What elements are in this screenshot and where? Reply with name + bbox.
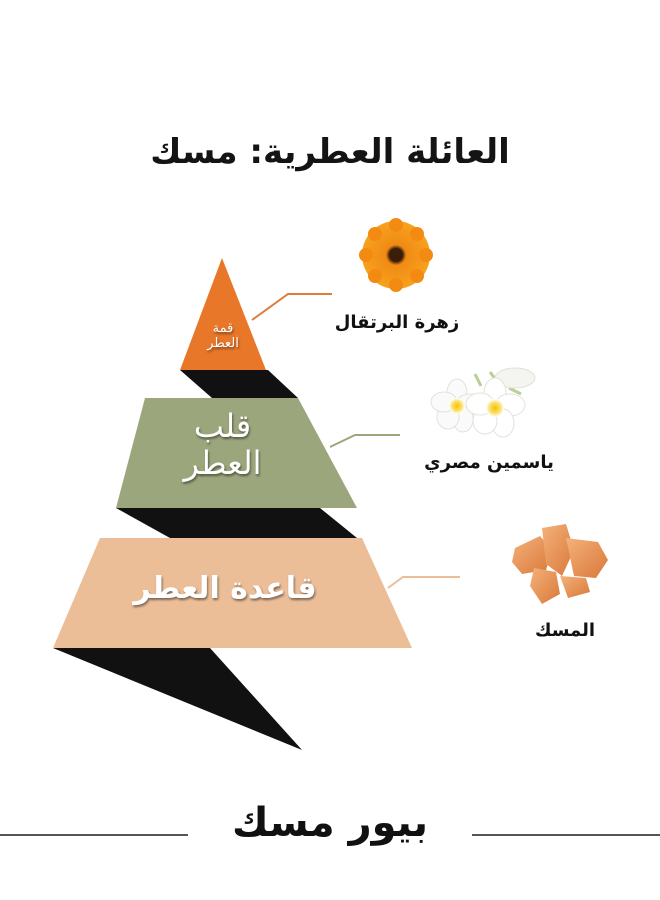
top-tier-shadow — [180, 370, 298, 398]
brand-name: بيور مسك — [231, 800, 429, 846]
orange-blossom-flower-icon — [359, 218, 433, 292]
jasmine-flower-icon — [430, 367, 536, 438]
base-tier-label: قاعدة العطر — [133, 571, 317, 606]
middle-tier-shape — [116, 398, 357, 508]
top-tier-label-line1: قمة — [212, 321, 234, 336]
base-note-connector — [387, 576, 460, 589]
base-tier-shape — [53, 538, 412, 648]
top-note-connector — [251, 293, 332, 321]
top-note-label: زهرة البرتقال — [334, 312, 460, 333]
brand-footer: بيور مسك — [0, 800, 660, 860]
musk-crystals-icon — [512, 524, 608, 604]
base-note-label: المسك — [534, 620, 596, 641]
middle-note-connector — [329, 434, 400, 448]
middle-tier-label: قلب العطر — [150, 408, 295, 482]
middle-note-label: ياسمين مصري — [424, 452, 554, 473]
footer-rule-right — [472, 834, 660, 836]
middle-tier-shadow — [116, 508, 357, 538]
middle-tier-label-line2: العطر — [183, 443, 262, 482]
base-tier-shadow — [53, 648, 302, 750]
footer-rule-left — [0, 834, 188, 836]
top-tier-label-line2: العطر — [207, 335, 239, 351]
middle-tier-label-line1: قلب — [193, 407, 252, 445]
top-tier-shape — [180, 258, 266, 370]
fragrance-family-title: العائلة العطرية: مسك — [150, 132, 510, 172]
top-tier-label: قمة العطر — [182, 321, 264, 352]
